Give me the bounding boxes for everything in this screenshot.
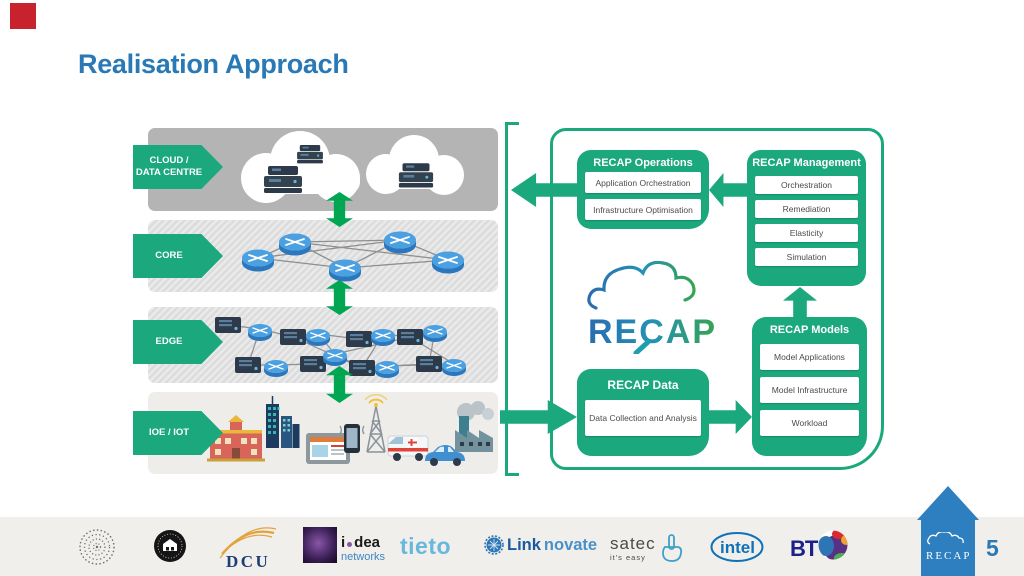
layer-label-core: CORE [133, 234, 223, 278]
satec-tagline: it's easy [610, 552, 646, 562]
models-item: Model Applications [760, 344, 859, 370]
models-item: Model Infrastructure [760, 377, 859, 403]
recap-management-box: RECAP Management Orchestration Remediati… [747, 150, 866, 286]
recap-cloud-outline-icon [587, 260, 696, 310]
linknovate-globe-icon [484, 535, 504, 555]
layer-label-iot: IOE / IOT [133, 411, 223, 455]
recap-management-title: RECAP Management [752, 157, 861, 169]
management-item: Remediation [755, 200, 858, 218]
bt-logo: BT [790, 530, 851, 567]
bt-globe-icon [818, 530, 848, 560]
recap-system-frame [550, 128, 884, 470]
idea-i-text: i [341, 534, 346, 551]
bt-text: BT [790, 536, 818, 561]
recap-data-box: RECAP Data Data Collection and Analysis [577, 369, 709, 456]
intel-logo: intel [710, 531, 764, 568]
management-item: Simulation [755, 248, 858, 266]
recap-data-title: RECAP Data [607, 378, 679, 392]
corner-red-marker [10, 3, 36, 29]
linknovate-light-text: novate [543, 535, 598, 554]
page-number: 5 [986, 535, 999, 561]
iot-icons [207, 393, 494, 466]
management-item: Orchestration [755, 176, 858, 194]
edge-mesh-icon [215, 317, 467, 379]
magnifier-handle-icon [633, 339, 651, 356]
ambulance-icon [387, 435, 429, 461]
pointing-hand-icon [661, 534, 682, 562]
data-item: Data Collection and Analysis [585, 400, 701, 436]
intel-text: intel [720, 538, 755, 557]
recap-logo-text: RECAP [588, 313, 717, 351]
tieto-logo: tieto [400, 533, 452, 559]
recap-operations-box: RECAP Operations Application Orchestrati… [577, 150, 709, 229]
dcu-logo: DCU [218, 524, 278, 575]
layers-bracket-bottom-stub [505, 473, 519, 476]
layer-label-cloud: CLOUD / DATA CENTRE [133, 145, 223, 189]
layer-label-edge: EDGE [133, 320, 223, 364]
radio-tower-icon [364, 393, 388, 453]
pennant-recap-text: RECAP [926, 550, 971, 562]
recap-operations-title: RECAP Operations [593, 157, 693, 169]
recap-models-box: RECAP Models Model Applications Model In… [752, 317, 867, 456]
umea-university-logo [78, 528, 116, 571]
recap-pennant-point [917, 486, 979, 520]
management-item: Elasticity [755, 224, 858, 242]
car-icon [425, 445, 465, 466]
idea-networks-text: networks [341, 551, 386, 563]
recap-logo: RECAP [586, 250, 718, 359]
pennant-cloud-icon [927, 532, 964, 545]
city-buildings-icon [266, 396, 300, 448]
tablet-phone-icon [306, 424, 365, 464]
recap-models-title: RECAP Models [769, 324, 850, 336]
nebula-image [303, 527, 337, 563]
layers-bracket-line [505, 122, 508, 476]
router-mesh-icon [241, 230, 465, 283]
idea-dea-text: dea [354, 534, 381, 551]
factory-icon [455, 401, 494, 452]
operations-item: Infrastructure Optimisation [585, 199, 701, 220]
page-title: Realisation Approach [78, 49, 349, 79]
cloud-servers-icon [241, 131, 464, 203]
operations-item: Application Orchestration [585, 172, 701, 193]
school-icon [207, 415, 265, 462]
linknovate-bold-text: Link [507, 535, 541, 554]
dcu-text: DCU [226, 552, 270, 570]
models-item: Workload [760, 410, 859, 436]
layers-bracket-top-stub [505, 122, 519, 125]
satec-logo: satec it's easy [610, 532, 684, 564]
satec-text: satec [610, 533, 656, 553]
idea-dot-icon [347, 542, 353, 547]
layer-band-cloud [148, 128, 498, 211]
cloud-centre-emblem-logo [153, 529, 187, 568]
recap-pennant-badge: RECAP [921, 520, 975, 576]
